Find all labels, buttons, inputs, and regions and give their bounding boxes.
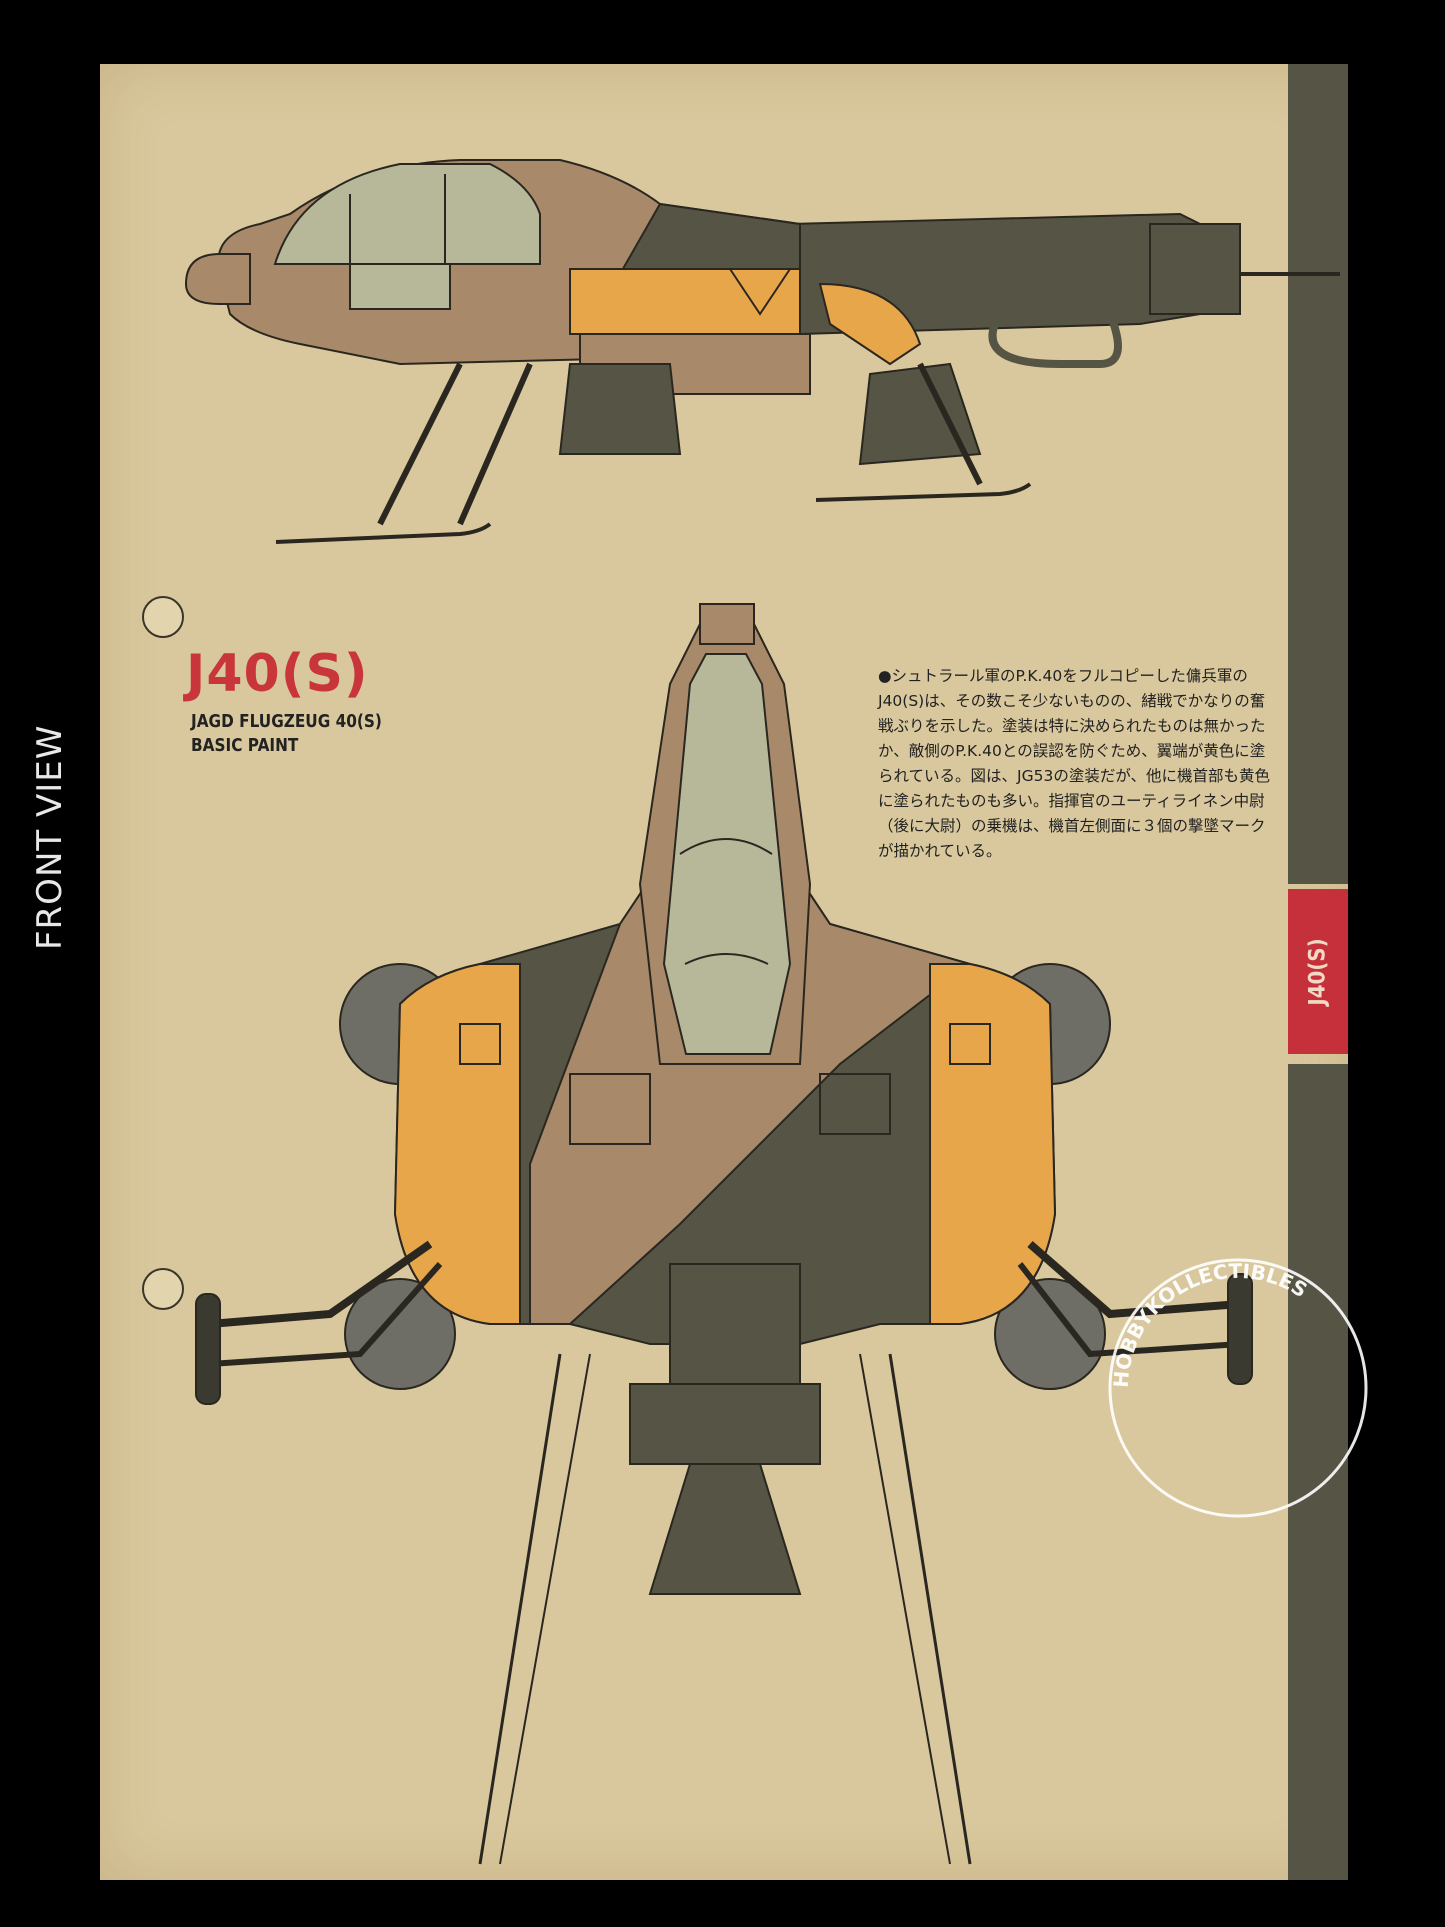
- subtitle-line-1: JAGD FLUGZEUG 40(S): [191, 711, 382, 732]
- subtitle-line-2: BASIC PAINT: [191, 735, 299, 756]
- front-view-illustration: [195, 603, 1253, 1865]
- index-tab-band-top: [1288, 64, 1348, 884]
- aircraft-illustrations: [184, 159, 1340, 1865]
- index-tab-band-bottom: [1288, 1064, 1348, 1880]
- binder-hole-top: [142, 596, 184, 638]
- subtitle: JAGD FLUGZEUG 40(S) BASIC PAINT: [191, 710, 382, 758]
- index-tab: J40(S): [1288, 889, 1348, 1054]
- description-text: ●シュトラール軍のP.K.40をフルコピーした傭兵軍のJ40(S)は、その数こそ…: [878, 667, 1271, 860]
- side-view-label: FRONT VIEW: [30, 724, 70, 950]
- instruction-sheet: J40(S): [100, 64, 1348, 1880]
- page-title: J40(S): [186, 644, 369, 704]
- binder-hole-bottom: [142, 1268, 184, 1310]
- watermark-text: HOBBYKOLLECTIBLES: [1109, 1259, 1312, 1389]
- watermark-stamp: HOBBYKOLLECTIBLES: [1098, 1248, 1378, 1528]
- svg-text:HOBBYKOLLECTIBLES: HOBBYKOLLECTIBLES: [1109, 1259, 1312, 1389]
- side-view-illustration: [184, 159, 1340, 544]
